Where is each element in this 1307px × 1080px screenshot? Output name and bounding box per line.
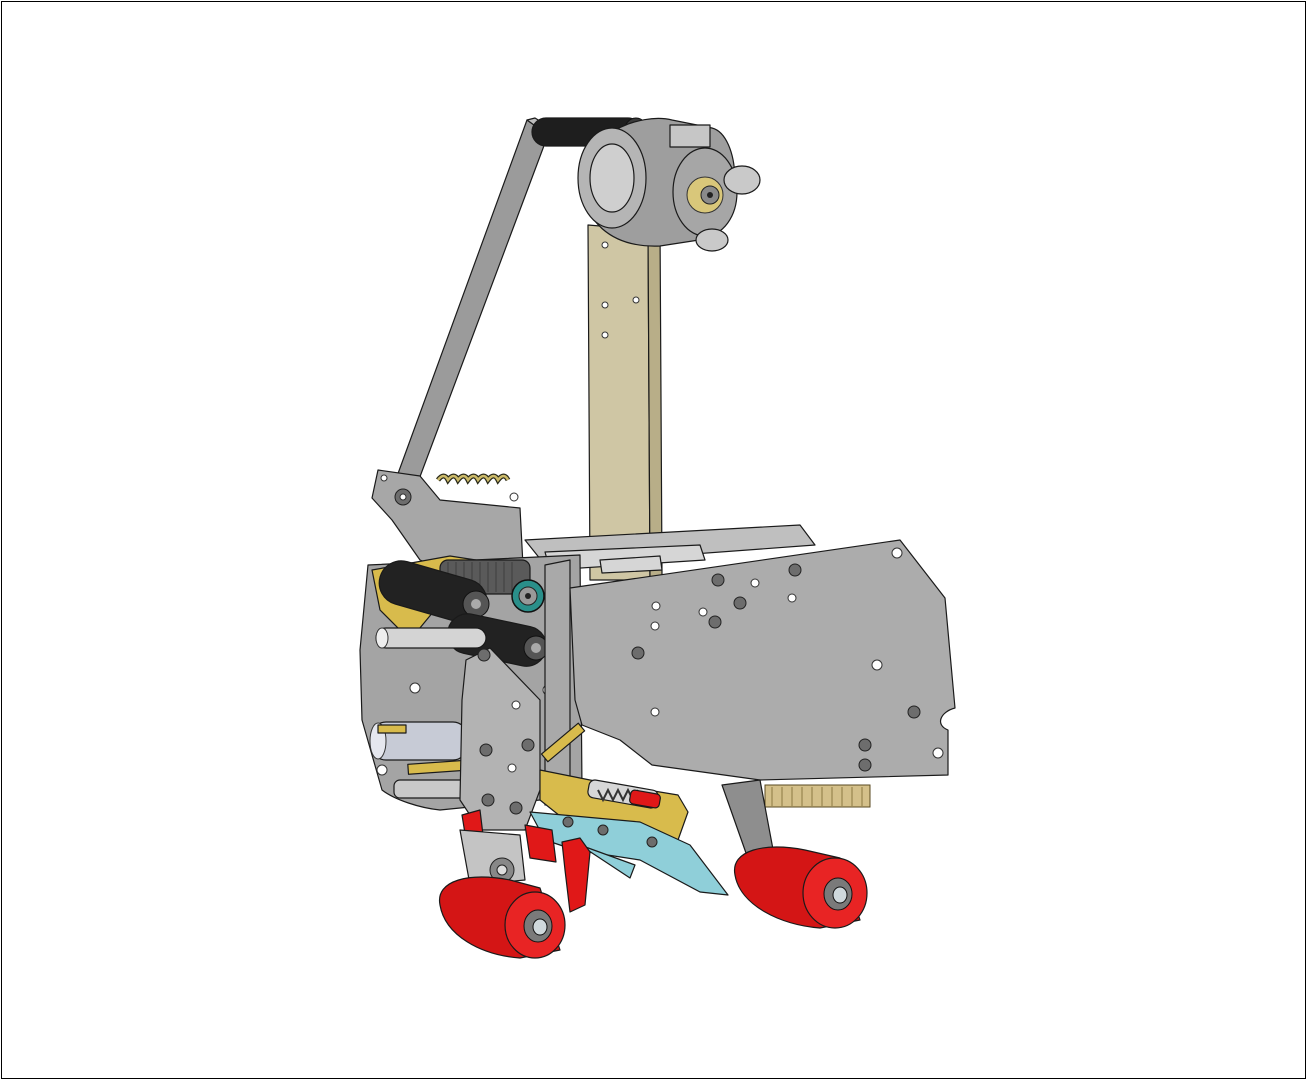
left-red-wheel	[439, 876, 566, 959]
right-red-wheel	[734, 846, 868, 929]
brush-strip	[764, 784, 871, 808]
front-pivot-plate	[459, 647, 541, 831]
cyan-cutter-plate	[529, 811, 729, 896]
tension-arm	[391, 117, 557, 499]
hole-icon	[601, 241, 609, 249]
vertical-upright	[587, 223, 663, 581]
yellow-lever-arm	[539, 722, 689, 841]
left-wheel-fork	[459, 829, 526, 886]
spindle-head	[577, 117, 761, 252]
rear-frame-plate	[524, 524, 816, 574]
lever-bracket	[371, 469, 525, 586]
gear-icon	[686, 176, 724, 214]
spring-icon	[436, 473, 511, 485]
upper-black-roller	[378, 560, 490, 624]
plate-fasteners	[631, 547, 944, 772]
